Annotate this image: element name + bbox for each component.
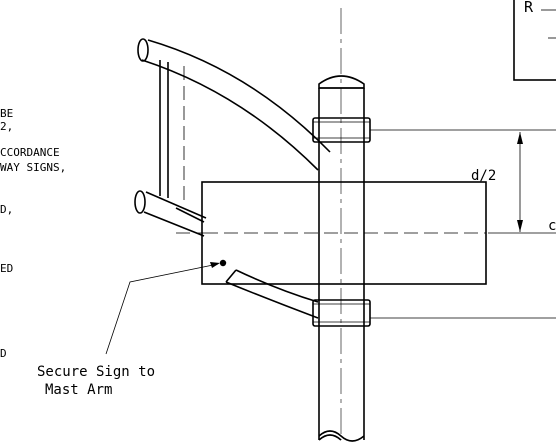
mast-pole [318, 75, 365, 442]
mast-arm [134, 38, 331, 237]
lower-brace [225, 269, 319, 319]
lower-clamp [312, 299, 371, 327]
callout-leader [105, 262, 220, 355]
title-box-letter: R [524, 0, 534, 16]
dimension-lines [370, 129, 556, 319]
arm-struts [159, 60, 205, 223]
callout-line-1: Secure Sign to [37, 364, 155, 380]
upper-clamp [312, 117, 371, 143]
title-box: R [513, 0, 556, 81]
note-line: D, [0, 203, 13, 216]
note-line: ED [0, 262, 13, 275]
general-notes: BE 2, CCORDANCE WAY SIGNS, D, ED D [0, 107, 66, 360]
dimension-depth-fragment: c [548, 218, 556, 234]
note-line: D [0, 347, 7, 360]
note-line: WAY SIGNS, [0, 161, 66, 174]
callout-line-2: Mast Arm [45, 382, 112, 398]
note-line: CCORDANCE [0, 146, 60, 159]
sign-panel [201, 181, 487, 285]
note-line: 2, [0, 120, 13, 133]
dimension-half-depth: d/2 [471, 168, 496, 184]
note-line: BE [0, 107, 13, 120]
fastener-dot [219, 259, 227, 267]
